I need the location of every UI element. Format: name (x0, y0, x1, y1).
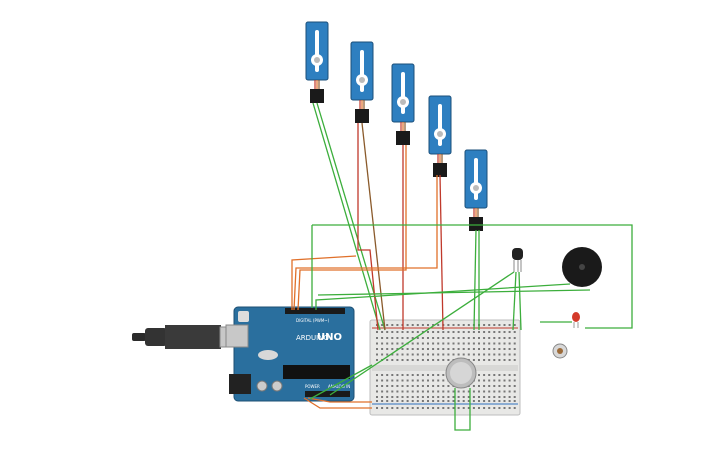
servo-group (305, 21, 488, 231)
power-label: POWER (305, 384, 320, 389)
wire[interactable] (315, 283, 571, 310)
servo-motor[interactable] (305, 21, 329, 103)
wire[interactable] (293, 175, 438, 311)
usb-cable[interactable] (132, 325, 237, 349)
reset-button[interactable] (238, 311, 249, 322)
wire[interactable] (357, 123, 379, 331)
digital-label: DIGITAL (PWM~) (296, 318, 330, 323)
usb-port (225, 324, 249, 348)
wire[interactable] (312, 224, 633, 329)
wire[interactable] (473, 229, 477, 331)
potentiometer[interactable] (552, 343, 568, 359)
servo-motor[interactable] (464, 149, 488, 231)
gas-sensor[interactable] (445, 357, 477, 389)
arduino-uno-board[interactable]: ARDUINO UNO DIGITAL (PWM~) POWER ANALOG … (225, 306, 355, 402)
wire[interactable] (317, 289, 591, 296)
red-led[interactable] (572, 312, 580, 328)
atmega-chip (283, 365, 350, 379)
arduino-brand: UNO (317, 332, 342, 343)
wire[interactable] (312, 102, 381, 331)
wire[interactable] (307, 397, 372, 403)
arduino-logo-text: ARDUINO (296, 334, 329, 342)
wire[interactable] (309, 364, 373, 400)
wire[interactable] (303, 397, 372, 409)
servo-motor[interactable] (391, 63, 415, 145)
temperature-sensor[interactable] (512, 248, 523, 272)
breadboard[interactable] (369, 319, 521, 416)
wire[interactable] (297, 145, 407, 311)
wire[interactable] (291, 255, 357, 310)
breadboard-holes (376, 324, 516, 409)
wire[interactable] (454, 388, 471, 431)
wire[interactable] (439, 174, 444, 331)
servo-motor[interactable] (350, 41, 374, 123)
analog-label: ANALOG IN (328, 384, 350, 389)
wire[interactable] (512, 271, 517, 331)
digital-header (285, 308, 345, 314)
piezo-buzzer[interactable] (562, 247, 602, 287)
servo-motor[interactable] (428, 95, 452, 177)
power-jack (229, 374, 251, 394)
wire[interactable] (518, 271, 522, 331)
wire[interactable] (361, 122, 386, 331)
analog-header (305, 391, 350, 397)
wires (291, 102, 633, 431)
